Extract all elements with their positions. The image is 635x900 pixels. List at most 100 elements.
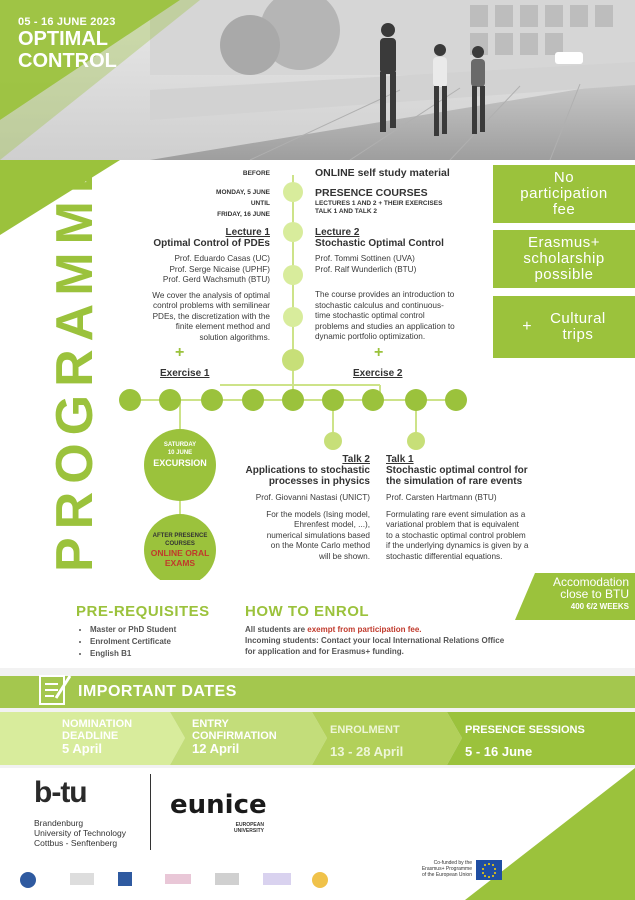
eu-line: Co-funded by the: [433, 860, 472, 866]
talk-2: Talk 2 Applications to stochastic proces…: [205, 454, 370, 562]
step-label: ENTRY: [192, 718, 229, 730]
accommodation-line-2: close to BTU: [560, 587, 629, 601]
prereq-heading: PRE-REQUISITES: [76, 603, 210, 620]
talk-1-title: Stochastic optimal control for: [386, 465, 528, 476]
timeline-graphic: [119, 175, 467, 580]
eu-line: of the European Union: [421, 872, 472, 878]
enrol-line-3: for application and for Erasmus+ funding…: [245, 647, 404, 656]
btu-line: University of Technology: [34, 828, 126, 838]
accommodation-banner: Accomodation close to BTU 400 €/2 WEEKS: [520, 576, 635, 613]
start-date: MONDAY, 5 JUNE: [216, 189, 270, 196]
accommodation-line-1: Accomodation: [552, 575, 629, 589]
eunice-sub: EUROPEAN: [235, 822, 264, 828]
event-dates: 05 - 16 JUNE 2023: [18, 16, 116, 28]
lecture-1-desc: solution algorithms.: [199, 332, 270, 342]
step-date: 13 - 28 April: [330, 744, 404, 759]
partner-logo-1: [20, 872, 36, 888]
no-fee-line: fee: [552, 201, 576, 218]
page-title: OPTIMAL CONTROL: [18, 28, 148, 72]
lecture-2: Lecture 2 Stochastic Optimal Control Pro…: [315, 227, 500, 343]
talk-2-desc: For the models (Ising model,: [266, 509, 370, 519]
until-label: UNTIL: [250, 200, 270, 207]
talk-1: Talk 1 Stochastic optimal control for th…: [386, 454, 576, 562]
cultural-trips-badge: + Cultural trips: [493, 296, 635, 358]
step-date: 5 April: [62, 741, 102, 756]
partner-logo-3: [118, 872, 132, 886]
date-step-enrolment: ENROLMENT 13 - 28 April: [330, 724, 403, 759]
lecture-2-desc: problems and studies an application to: [315, 321, 455, 331]
lecture-2-label: Lecture 2: [315, 227, 360, 238]
exams-line-1: AFTER PRESENCE: [152, 533, 208, 539]
btu-line: Cottbus - Senftenberg: [34, 838, 118, 848]
lecture-1-desc: We cover the analysis of optimal: [152, 290, 270, 300]
erasmus-line: scholarship: [523, 250, 605, 267]
lecture-1-title: Optimal Control of PDEs: [153, 238, 270, 249]
lecture-1-desc: finite element method and: [175, 322, 270, 331]
important-dates-stripe: [0, 676, 635, 765]
talk-2-prof: Prof. Giovanni Nastasi (UNICT): [255, 493, 370, 502]
excursion-label: EXCURSION: [153, 458, 207, 468]
talk-2-desc: on the Monte Carlo method: [270, 541, 370, 550]
lecture-2-title: Stochastic Optimal Control: [315, 238, 444, 249]
lecture-1-desc: control problems with semilinear: [153, 301, 270, 310]
exams-line-4: EXAMS: [164, 558, 196, 568]
exams-line-3: ONLINE ORAL: [150, 548, 210, 558]
excursion-circle: SATURDAY 10 JUNE EXCURSION: [144, 441, 216, 469]
erasmus-line: possible: [534, 266, 594, 283]
lecture-1: Lecture 1 Optimal Control of PDEs Prof. …: [120, 227, 270, 343]
presence-courses: PRESENCE COURSES: [315, 187, 428, 199]
talk-1-desc: Formulating rare event simulation as a: [386, 509, 526, 519]
prereq-list: Master or PhD Student Enrolment Certific…: [90, 624, 176, 660]
eunice-subtitle: EUROPEAN UNIVERSITY: [226, 822, 264, 834]
erasmus-line: Erasmus+: [528, 234, 600, 251]
talk-2-title: Applications to stochastic: [245, 465, 370, 476]
talk-1-desc: stochastic differential equations.: [386, 551, 503, 561]
presence-sub-1: LECTURES 1 AND 2 + THEIR EXERCISES: [315, 200, 443, 207]
btu-name: Brandenburg University of Technology Cot…: [34, 818, 126, 848]
partner-logo-5: [215, 873, 239, 885]
lecture-2-desc: stochastic calculus and continuous-: [315, 300, 444, 310]
prereq-item: Enrolment Certificate: [90, 636, 176, 648]
plus-icon: +: [175, 344, 185, 361]
exercise-2-label: Exercise 2: [353, 368, 403, 379]
partner-logo-2: [70, 873, 94, 885]
talk-2-label: Talk 2: [342, 454, 370, 465]
enrol-line-1b: exempt from participation fee.: [307, 625, 422, 634]
talk-1-title: the simulation of rare events: [386, 476, 523, 487]
lecture-1-desc: PDEs, the discretization with the: [152, 311, 270, 321]
eu-funding-text: Co-funded by the Erasmus+ Programme of t…: [410, 860, 472, 878]
talk-1-label: Talk 1: [386, 454, 414, 465]
plus-icon: +: [522, 318, 533, 335]
enrol-heading: HOW TO ENROL: [245, 603, 370, 620]
talk-1-desc: to a stochastic optimal control problem: [386, 530, 526, 540]
before-label: BEFORE: [242, 170, 270, 177]
plus-icon: +: [374, 344, 384, 361]
excursion-date: 10 JUNE: [167, 450, 193, 456]
header-photo: [0, 0, 635, 160]
bottom-triangle-decor: [465, 768, 635, 900]
logo-divider: [150, 774, 151, 850]
btu-line: Brandenburg: [34, 818, 84, 828]
online-self-study: ONLINE self study material: [315, 167, 450, 179]
lecture-2-desc: time stochastic optimal control: [315, 311, 425, 320]
erasmus-badge: Erasmus+ scholarship possible: [493, 230, 635, 288]
left-triangle-decor: [0, 160, 120, 235]
exercise-1-label: Exercise 1: [160, 368, 210, 379]
enrol-line-2: Incoming students: Contact your local In…: [245, 636, 505, 645]
talk-1-desc: variational problem that is equivalent: [386, 520, 519, 529]
accommodation-banner-shape: [515, 573, 635, 620]
prereq-item: Master or PhD Student: [90, 624, 176, 636]
eunice-logo: eunice: [170, 790, 267, 820]
end-date: FRIDAY, 16 JUNE: [217, 211, 270, 218]
lecture-2-prof: Prof. Tommi Sottinen (UVA): [315, 254, 415, 263]
title-line-1: OPTIMAL: [18, 28, 108, 50]
step-date: 12 April: [192, 741, 240, 756]
cultural-line: Cultural: [550, 310, 606, 327]
lecture-1-prof: Prof. Serge Nicaise (UPHF): [169, 264, 270, 274]
date-step-presence: PRESENCE SESSIONS 5 - 16 June: [465, 724, 585, 759]
date-step-confirmation: ENTRY CONFIRMATION 12 April: [192, 718, 277, 756]
step-label: ENROLMENT: [330, 724, 400, 736]
step-label: NOMINATION: [62, 718, 133, 730]
eu-flag-icon: [476, 860, 502, 880]
title-line-2: CONTROL: [18, 50, 117, 72]
